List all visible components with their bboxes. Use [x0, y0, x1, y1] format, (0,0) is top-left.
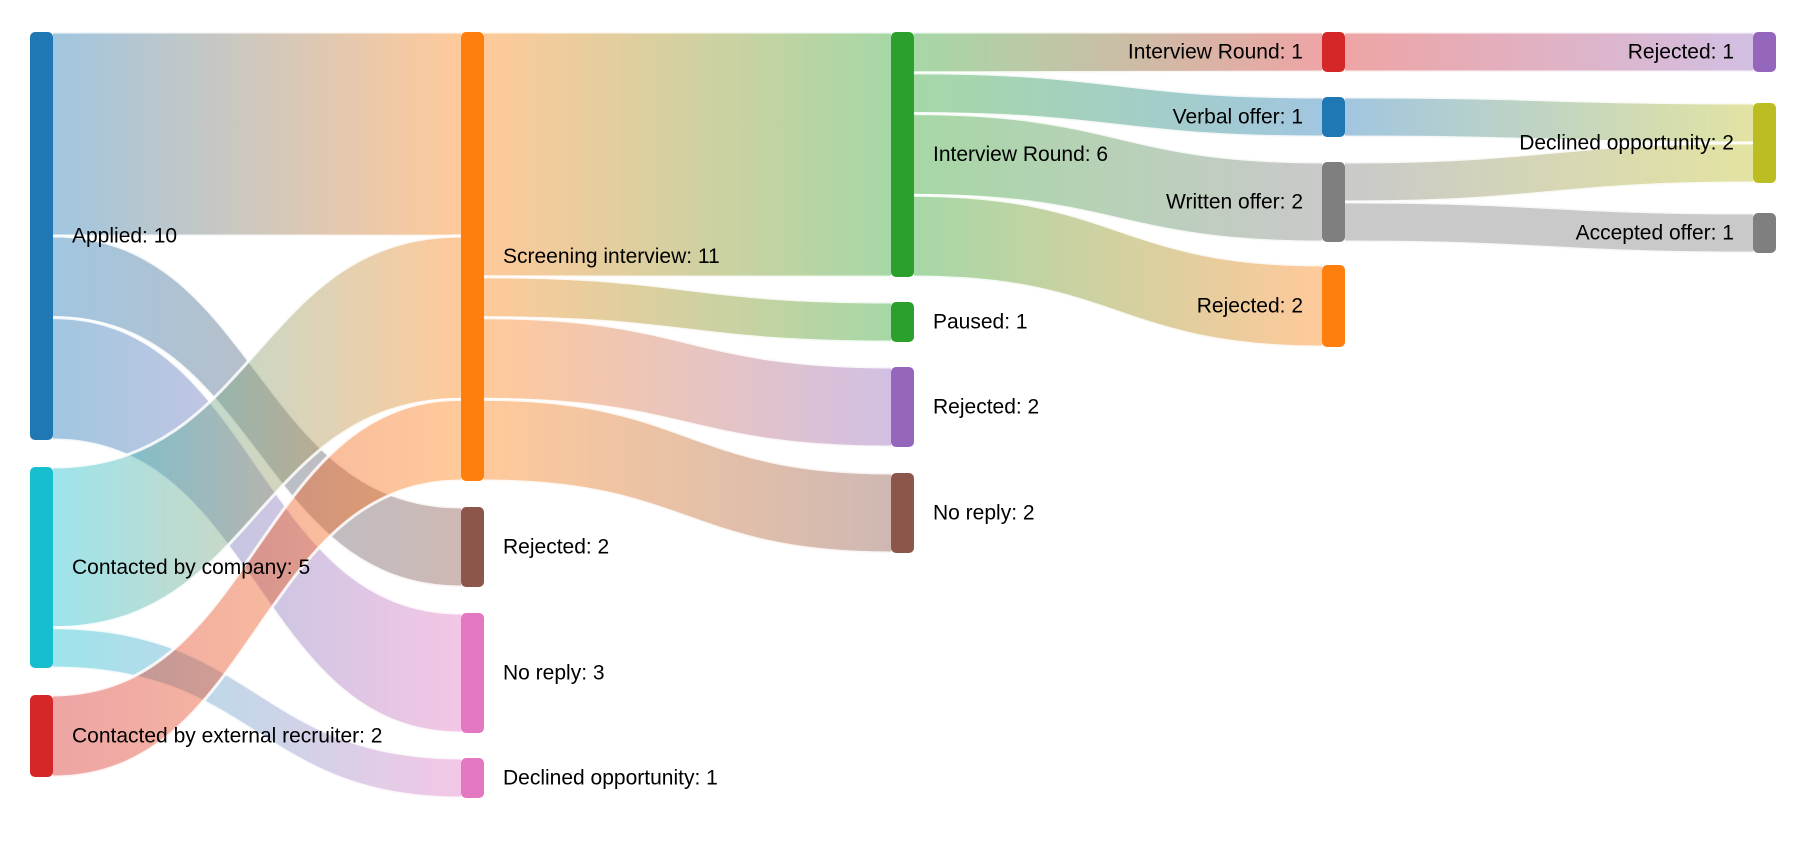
sankey-node-label-recruiter: Contacted by external recruiter: 2: [72, 725, 383, 748]
sankey-node-accepted[interactable]: [1753, 213, 1776, 253]
sankey-node-label-paused: Paused: 1: [933, 311, 1028, 334]
sankey-node-no_reply_screen[interactable]: [461, 613, 484, 733]
sankey-node-declined_final[interactable]: [1753, 103, 1776, 183]
sankey-link-applied-no_reply_screen[interactable]: [53, 317, 461, 733]
sankey-link-interview6-written_offer[interactable]: [914, 113, 1322, 243]
sankey-link-screening-paused[interactable]: [484, 276, 891, 342]
sankey-link-written_offer-declined_final[interactable]: [1345, 143, 1753, 202]
sankey-link-screening-no_reply_interview[interactable]: [484, 399, 891, 553]
sankey-labels: Applied: 10 Contacted by company: 5 Contac…: [72, 41, 1734, 790]
sankey-node-interview1[interactable]: [1322, 32, 1345, 72]
sankey-link-screening-interview6[interactable]: [484, 32, 891, 277]
sankey-node-label-rejected_final: Rejected: 1: [1628, 41, 1734, 64]
sankey-node-paused[interactable]: [891, 302, 914, 342]
sankey-link-edge-screening-no_reply_interview: [483, 397, 892, 555]
sankey-node-label-interview1: Interview Round: 1: [1128, 41, 1303, 64]
sankey-link-interview6-verbal_offer[interactable]: [914, 72, 1322, 137]
sankey-node-verbal_offer[interactable]: [1322, 97, 1345, 137]
sankey-node-label-rejected_round: Rejected: 2: [1197, 295, 1303, 318]
sankey-link-edge-written_offer-accepted: [1344, 200, 1754, 255]
sankey-node-company[interactable]: [30, 467, 53, 668]
sankey-link-applied-screening[interactable]: [53, 32, 461, 237]
sankey-node-label-declined_final: Declined opportunity: 2: [1519, 132, 1734, 155]
sankey-node-no_reply_interview[interactable]: [891, 473, 914, 553]
sankey-node-label-rejected_interview: Rejected: 2: [933, 396, 1039, 419]
sankey-node-screening[interactable]: [461, 32, 484, 481]
sankey-link-company-screening[interactable]: [53, 236, 461, 628]
sankey-link-interview6-interview1[interactable]: [914, 32, 1322, 73]
sankey-node-label-applied: Applied: 10: [72, 225, 177, 248]
sankey-node-rejected_screen[interactable]: [461, 507, 484, 587]
sankey-node-written_offer[interactable]: [1322, 162, 1345, 242]
sankey-node-label-no_reply_screen: No reply: 3: [503, 662, 605, 685]
sankey-link-edge-recruiter-screening: [52, 397, 462, 779]
sankey-node-recruiter[interactable]: [30, 695, 53, 777]
sankey-node-label-declined_screen: Declined opportunity: 1: [503, 767, 718, 790]
sankey-link-edge-applied-screening: [52, 30, 462, 238]
sankey-link-verbal_offer-declined_final[interactable]: [1345, 97, 1753, 143]
sankey-link-interview6-rejected_round[interactable]: [914, 195, 1322, 347]
sankey-link-recruiter-screening[interactable]: [53, 399, 461, 777]
sankey-link-edge-interview6-rejected_round: [913, 193, 1323, 349]
sankey-link-edge-interview1-rejected_final: [1345, 30, 1753, 74]
sankey-node-interview6[interactable]: [891, 32, 914, 277]
sankey-node-label-company: Contacted by company: 5: [72, 556, 310, 579]
sankey-link-screening-rejected_interview[interactable]: [484, 317, 891, 447]
sankey-node-label-accepted: Accepted offer: 1: [1576, 222, 1734, 245]
sankey-node-label-rejected_screen: Rejected: 2: [503, 536, 609, 559]
sankey-node-rejected_interview[interactable]: [891, 367, 914, 447]
sankey-node-declined_screen[interactable]: [461, 758, 484, 798]
sankey-node-label-screening: Screening interview: 11: [503, 245, 720, 268]
sankey-node-label-no_reply_interview: No reply: 2: [933, 502, 1035, 525]
sankey-node-rejected_round[interactable]: [1322, 265, 1345, 347]
sankey-node-rejected_final[interactable]: [1753, 32, 1776, 72]
sankey-node-label-interview6: Interview Round: 6: [933, 143, 1108, 166]
sankey-links: [52, 30, 1754, 800]
sankey-nodes: [30, 32, 1776, 798]
sankey-link-edge-company-screening: [52, 234, 462, 630]
sankey-link-edge-company-declined_screen: [52, 626, 462, 800]
sankey-link-interview1-rejected_final[interactable]: [1345, 32, 1753, 72]
sankey-node-label-verbal_offer: Verbal offer: 1: [1173, 106, 1303, 129]
sankey-link-written_offer-accepted[interactable]: [1345, 202, 1753, 253]
sankey-node-applied[interactable]: [30, 32, 53, 440]
sankey-link-edge-written_offer-declined_final: [1344, 141, 1754, 204]
sankey-node-label-written_offer: Written offer: 2: [1166, 191, 1303, 214]
